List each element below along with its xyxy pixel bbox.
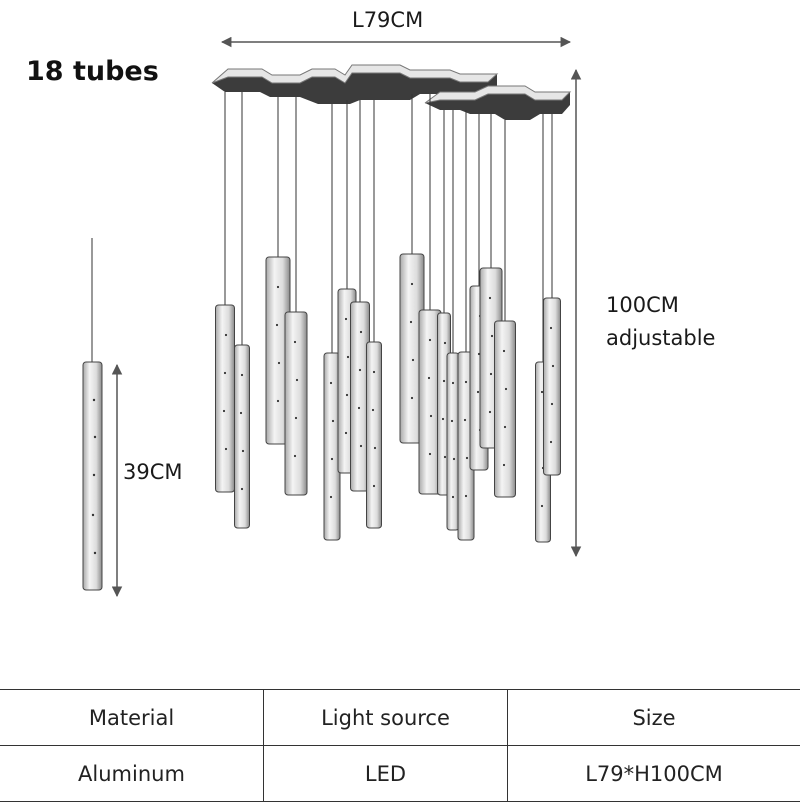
tube-light-dot [346, 394, 348, 396]
tube-light-dot [552, 365, 554, 367]
tube-light-dot [451, 420, 453, 422]
tube-light-dot [296, 379, 298, 381]
spec-value-row: Aluminum LED L79*H100CM [0, 746, 800, 802]
tube-light-dot [294, 341, 296, 343]
tube-light-dot [452, 382, 454, 384]
tube-light-dot [550, 441, 552, 443]
tube-light-dot [411, 283, 413, 285]
tube-light-dot [429, 339, 431, 341]
pendant-tube-1 [216, 305, 235, 492]
tube-light-dot [332, 420, 334, 422]
pendant-tube-16 [495, 321, 516, 497]
tube-light-dot [359, 369, 361, 371]
tube-light-dot [541, 505, 543, 507]
tube-light-dot [278, 362, 280, 364]
tube-light-dot [295, 417, 297, 419]
tube-light-dot [489, 297, 491, 299]
tube-light-dot [503, 464, 505, 466]
tube-light-dot [224, 372, 226, 374]
tube-light-dot [465, 381, 467, 383]
tube-light-dot [477, 391, 479, 393]
tube-light-dot [241, 374, 243, 376]
tube-light-dot [360, 445, 362, 447]
spec-value-light-source: LED [264, 746, 508, 802]
pendant-tube-4 [285, 312, 307, 495]
tube-light-dot [345, 432, 347, 434]
tube-light-dot [223, 410, 225, 412]
tube-light-dot [373, 371, 375, 373]
tube-light-dot [345, 318, 347, 320]
tube-light-dot [225, 334, 227, 336]
ceiling-canopy [212, 65, 570, 120]
tube-light-dot [241, 488, 243, 490]
tube-light-dot [505, 388, 507, 390]
tube-light-dot [429, 453, 431, 455]
pendant-tube-2 [235, 345, 250, 528]
tube-light-dot [503, 350, 505, 352]
spec-header-material: Material [0, 690, 264, 746]
height-value: 100CM [606, 289, 715, 322]
tube-light-dot [294, 455, 296, 457]
spec-header-size: Size [508, 690, 800, 746]
tube-light-dot [277, 400, 279, 402]
height-dimension-label: 100CM adjustable [606, 289, 715, 355]
spec-header-row: Material Light source Size [0, 690, 800, 746]
tube-light-dot [550, 327, 552, 329]
tube-light-dot [358, 407, 360, 409]
tube-light-dot [330, 382, 332, 384]
height-adjustable-note: adjustable [606, 322, 715, 355]
spec-table: Material Light source Size Aluminum LED … [0, 689, 800, 802]
tube-light-dot [412, 359, 414, 361]
tube-light-dot [428, 377, 430, 379]
tube-light-dot [453, 458, 455, 460]
tube-light-dot [374, 447, 376, 449]
tube-light-dot [464, 419, 466, 421]
tube-light-dot [347, 356, 349, 358]
tube-light-dot [360, 331, 362, 333]
tube-light-dot [330, 496, 332, 498]
tube-light-dot [443, 380, 445, 382]
tube-light-dot [452, 496, 454, 498]
tube-light-dot [225, 448, 227, 450]
tube-light-dot [490, 373, 492, 375]
tube-light-dot [541, 391, 543, 393]
tube-light-dot [240, 412, 242, 414]
tube-light-dot [277, 286, 279, 288]
spec-value-size: L79*H100CM [508, 746, 800, 802]
tube-light-dot [410, 321, 412, 323]
width-dimension-label: L79CM [352, 8, 423, 32]
tube-light-dot [491, 335, 493, 337]
tube-light-dot [466, 457, 468, 459]
pendant-tube-12 [447, 353, 459, 530]
tube-length-label: 39CM [123, 460, 183, 484]
reference-tube [83, 238, 102, 590]
tube-light-dot [444, 342, 446, 344]
tube-light-dot [276, 324, 278, 326]
tube-light-dot [331, 458, 333, 460]
tube-light-dot [372, 409, 374, 411]
tube-light-dot [551, 403, 553, 405]
pendant-tube-18 [544, 298, 561, 475]
spec-header-light-source: Light source [264, 690, 508, 746]
tube-light-dot [373, 485, 375, 487]
tube-light-dot [430, 415, 432, 417]
tube-light-dot [242, 450, 244, 452]
tube-light-dot [504, 426, 506, 428]
tube-light-dot [489, 411, 491, 413]
tube-light-dot [444, 456, 446, 458]
tube-light-dot [465, 495, 467, 497]
tube-light-dot [442, 418, 444, 420]
tube-group [216, 254, 561, 542]
tube-light-dot [411, 397, 413, 399]
pendant-tube-8 [367, 342, 382, 528]
spec-value-material: Aluminum [0, 746, 264, 802]
